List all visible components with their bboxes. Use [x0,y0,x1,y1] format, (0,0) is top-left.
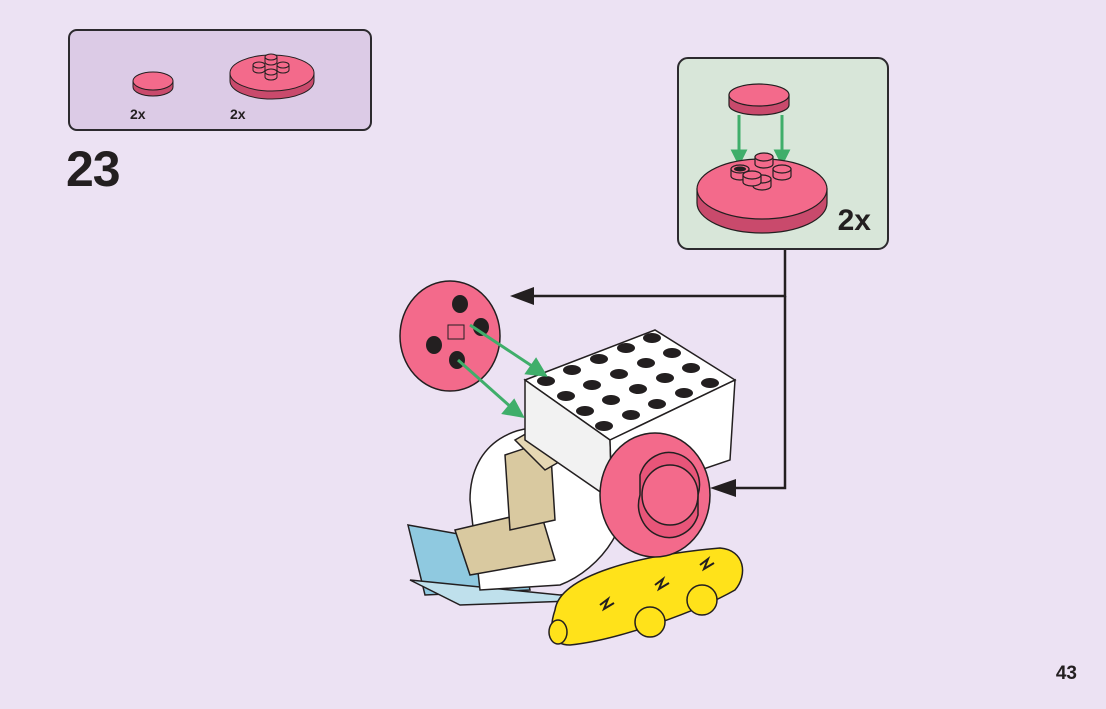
sub-assembly-box: 2x [677,57,889,250]
pink-round-tile-1x1-icon [132,71,174,97]
parts-item-1-quantity: 2x [130,106,146,122]
parts-item-2-quantity: 2x [230,106,246,122]
sub-assembly-illustration [696,83,828,234]
pink-round-plate-2x2-icon [229,53,315,100]
sub-assembly-quantity: 2x [837,204,871,237]
parts-list-box: 2x 2x [68,29,372,131]
page-number: 43 [1055,663,1077,684]
step-number: 23 [66,141,121,197]
